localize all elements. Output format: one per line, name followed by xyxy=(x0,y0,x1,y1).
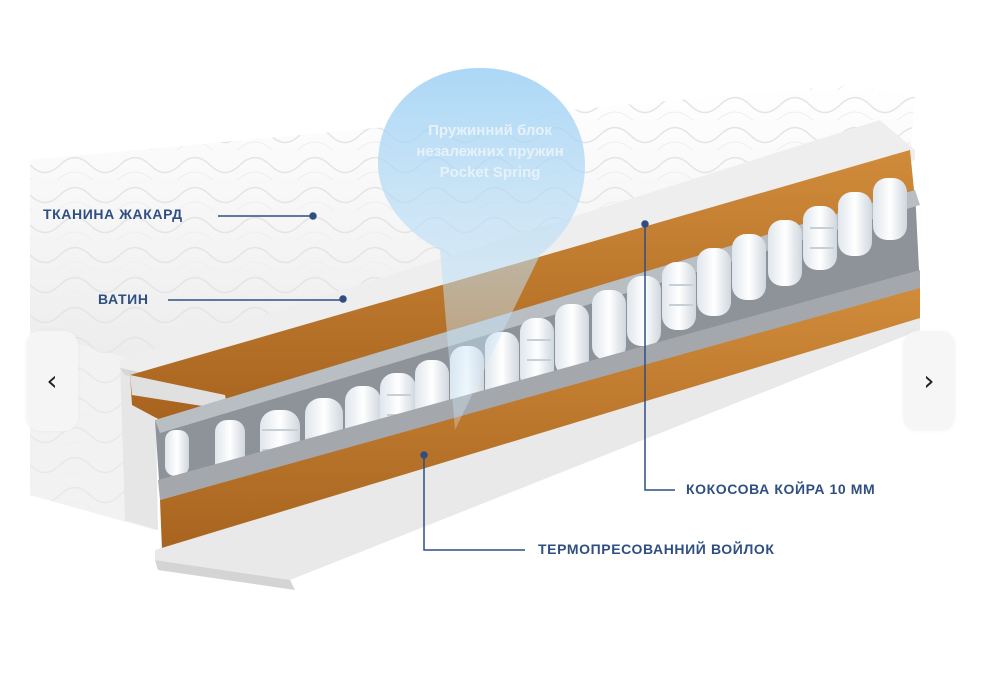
callout-line-2: незалежних пружин xyxy=(416,143,564,160)
callout-title: Пружинний блок незалежних пружин Pocket … xyxy=(385,120,595,183)
label-jacquard-fabric: ТКАНИНА ЖАКАРД xyxy=(43,206,183,222)
chevron-left-icon: ‹ xyxy=(46,364,58,397)
pocket-springs xyxy=(165,178,907,488)
chevron-right-icon: › xyxy=(923,364,935,397)
callout-line-3: Pocket Spring xyxy=(439,164,541,181)
callout-bubble xyxy=(378,68,585,430)
leader-lines xyxy=(168,212,675,551)
previous-image-button[interactable]: ‹ xyxy=(26,331,78,431)
label-coconut-coir: КОКОСОВА КОЙРА 10 ММ xyxy=(686,481,876,497)
next-image-button[interactable]: › xyxy=(903,331,955,431)
felt-layer xyxy=(158,270,920,500)
label-batting: ВАТИН xyxy=(98,291,149,307)
label-thermo-felt: ТЕРМОПРЕСОВАННИЙ ВОЙЛОК xyxy=(538,541,775,557)
callout-line-1: Пружинний блок xyxy=(428,122,552,139)
coconut-layer-bottom xyxy=(160,288,920,550)
bottom-layer xyxy=(155,318,920,590)
